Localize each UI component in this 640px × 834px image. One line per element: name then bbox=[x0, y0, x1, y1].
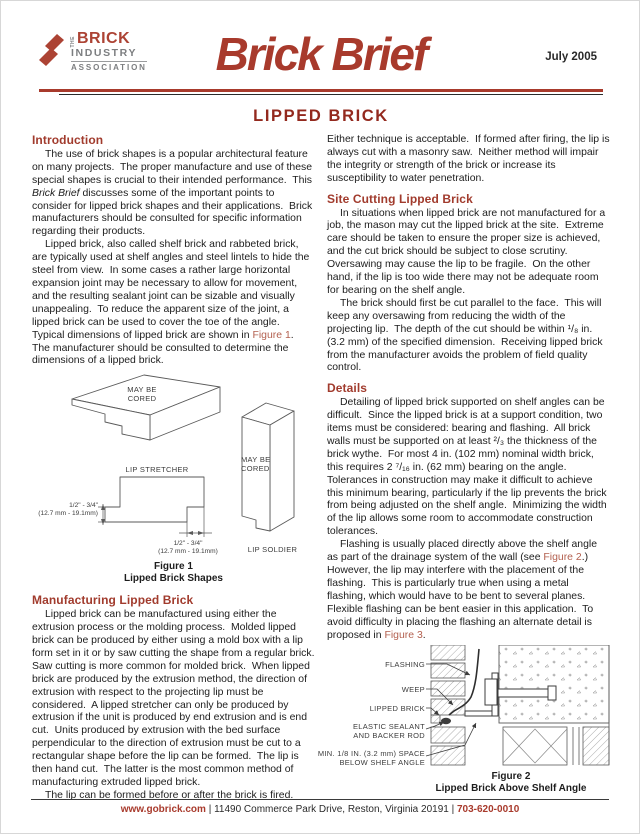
details-paragraph-1: Detailing of lipped brick supported on s… bbox=[327, 397, 610, 538]
figure2-label-flashing: FLASHING bbox=[385, 660, 425, 670]
bia-logo-bricks-icon bbox=[39, 34, 64, 66]
header-rule-black bbox=[59, 94, 603, 95]
intro-p2-text-a: Lipped brick, also called shelf brick an… bbox=[32, 239, 313, 341]
masthead-title: Brick Brief bbox=[215, 28, 429, 80]
logo-industry: INDUSTRY bbox=[71, 47, 138, 59]
figure1-caption-number: Figure 1 bbox=[154, 561, 193, 573]
footer-separator-2: | bbox=[448, 804, 457, 815]
header-rule-red bbox=[39, 89, 603, 92]
details-paragraph-2: Flashing is usually placed directly abov… bbox=[327, 539, 610, 642]
figure2-label-sealant: ELASTIC SEALANT AND BACKER ROD bbox=[352, 722, 425, 741]
manufacturing-paragraph-1: Lipped brick can be manufactured using e… bbox=[32, 609, 321, 788]
figure-2: FLASHING WEEP LIPPED BRICK ELASTIC SEALA… bbox=[318, 645, 610, 797]
figure1-bottom-dimension: 1/2" - 3/4" (12.7 mm - 19.1mm) bbox=[158, 540, 218, 556]
figure2-reference-link[interactable]: Figure 2 bbox=[543, 552, 582, 564]
figure1-soldier-label: LIP SOLDIER bbox=[247, 545, 298, 555]
page-title: LIPPED BRICK bbox=[253, 107, 389, 125]
footer-separator-1: | bbox=[205, 804, 215, 815]
figure2-label-lipped-brick: LIPPED BRICK bbox=[369, 704, 425, 714]
logo-brick: BRICK bbox=[77, 30, 131, 47]
footer-phone-link[interactable]: 703-620-0010 bbox=[456, 804, 520, 815]
manufacturing-paragraph-2: The lip can be formed before or after th… bbox=[45, 789, 294, 801]
issue-date: July 2005 bbox=[545, 51, 597, 63]
intro-p1-text-a: The use of brick shapes is a popular arc… bbox=[32, 148, 315, 186]
intro-p1-text-b: discusses some of the important points t… bbox=[32, 187, 316, 238]
figure2-label-weep: WEEP bbox=[401, 685, 425, 695]
two-column-body: Introduction The use of brick shapes is … bbox=[32, 134, 610, 803]
heading-manufacturing: Manufacturing Lipped Brick bbox=[32, 593, 194, 608]
details-p2-text-a: Flashing is usually placed directly abov… bbox=[327, 539, 600, 564]
figure1-reference-link[interactable]: Figure 1 bbox=[252, 329, 291, 341]
figure1-soldier-cored-label: MAY BE CORED bbox=[241, 455, 271, 474]
heading-introduction: Introduction bbox=[32, 133, 104, 147]
intro-p1-italic: Brick Brief bbox=[32, 187, 80, 199]
intro-p2-text-b: . The manufacturer should be consulted t… bbox=[32, 329, 300, 367]
footer-address: 11490 Commerce Park Drive, Reston, Virgi… bbox=[214, 804, 449, 815]
site-cutting-paragraph-2: The brick should first be cut parallel t… bbox=[327, 297, 606, 374]
right-column: Either technique is acceptable. If forme… bbox=[318, 134, 613, 803]
intro-paragraph-2: Lipped brick, also called shelf brick an… bbox=[32, 239, 315, 368]
intro-paragraph-1: The use of brick shapes is a popular arc… bbox=[32, 149, 315, 239]
figure1-stretcher-label: LIP STRETCHER bbox=[125, 465, 189, 475]
figure-1-drawing bbox=[71, 374, 295, 538]
logo-association: ASSOCIATION bbox=[71, 60, 147, 72]
figure1-caption-title: Lipped Brick Shapes bbox=[124, 573, 223, 585]
figure3-reference-link[interactable]: Figure 3 bbox=[384, 629, 423, 641]
bia-logo: THE BRICK INDUSTRY ASSOCIATION bbox=[37, 31, 147, 73]
figure1-stretcher-cored-label: MAY BE CORED bbox=[127, 385, 157, 404]
details-p2-text-b: .) However, the lip may interfere with t… bbox=[327, 552, 597, 641]
figure2-caption-title: Lipped Brick Above Shelf Angle bbox=[435, 783, 587, 795]
footer-url-link[interactable]: www.gobrick.com bbox=[120, 804, 206, 815]
left-column: Introduction The use of brick shapes is … bbox=[32, 134, 315, 803]
technique-paragraph: Either technique is acceptable. If forme… bbox=[327, 134, 613, 184]
figure2-label-min-space: MIN. 1/8 IN. (3.2 mm) SPACE BELOW SHELF … bbox=[317, 749, 425, 768]
masthead: THE BRICK INDUSTRY ASSOCIATION Brick Bri… bbox=[1, 25, 639, 91]
figure2-caption-number: Figure 2 bbox=[491, 771, 531, 783]
figure-2-drawing bbox=[425, 645, 610, 766]
figure-1: MAY BE CORED LIP STRETCHER 1/2" - 3/4" (… bbox=[32, 371, 315, 587]
figure1-left-dimension: 1/2" - 3/4" (12.7 mm - 19.1mm) bbox=[38, 502, 98, 518]
bia-logo-text: THE BRICK INDUSTRY ASSOCIATION bbox=[70, 30, 147, 72]
heading-site-cutting: Site Cutting Lipped Brick bbox=[327, 191, 473, 206]
footer: www.gobrick.com | 11490 Commerce Park Dr… bbox=[31, 799, 609, 815]
details-p2-text-c: . bbox=[422, 629, 426, 641]
heading-details: Details bbox=[327, 381, 368, 396]
site-cutting-paragraph-1: In situations when lipped brick are not … bbox=[327, 207, 609, 296]
